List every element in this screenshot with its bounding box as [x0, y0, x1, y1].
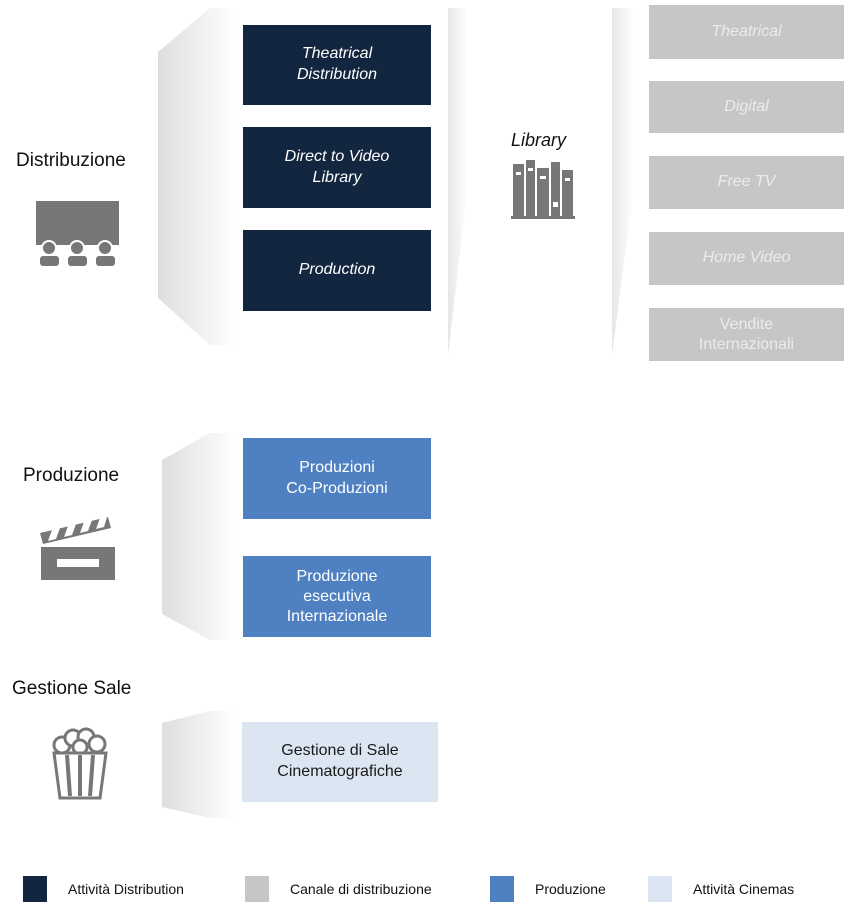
section-title-distribuzione: Distribuzione — [16, 150, 126, 171]
legend-swatch — [648, 876, 672, 902]
legend-label: Attività Cinemas — [693, 881, 795, 897]
gestione-funnel — [162, 711, 236, 818]
activity-line: Direct to Video — [284, 147, 390, 165]
legend-label: Attività Distribution — [68, 881, 184, 897]
activity-box-produzioni: Produzioni Co-Produzioni — [243, 438, 431, 519]
channel-line: Internazionali — [698, 335, 795, 353]
legend-item-canale: Canale di distribuzione — [245, 876, 432, 902]
legend-swatch — [23, 876, 47, 902]
produzione-funnel — [162, 433, 236, 640]
activity-line: Internazionale — [286, 607, 388, 625]
clapperboard-icon — [40, 517, 115, 580]
activity-line: Theatrical — [301, 45, 373, 63]
activity-line: Co-Produzioni — [286, 479, 388, 497]
library-chevron — [448, 8, 468, 355]
channel-line: Theatrical — [711, 22, 782, 40]
distribuzione-funnel — [158, 8, 236, 345]
activity-line: Gestione di Sale — [281, 742, 399, 760]
channel-line: Vendite — [719, 316, 774, 334]
section-title-gestione-sale: Gestione Sale — [12, 678, 132, 699]
activity-box-gestione-sale: Gestione di Sale Cinematografiche — [242, 722, 438, 802]
legend-swatch — [245, 876, 269, 902]
channel-box-free-tv: Free TV — [649, 156, 844, 209]
activity-line: Production — [298, 261, 376, 279]
activity-box-production: Production — [243, 230, 431, 311]
activity-box-theatrical-distribution: Theatrical Distribution — [243, 25, 431, 105]
activity-line: esecutiva — [303, 587, 371, 605]
channel-line: Free TV — [717, 173, 776, 191]
activity-line: Produzione — [296, 567, 378, 585]
legend-item-produzione: Produzione — [490, 876, 606, 902]
activity-line: Produzioni — [299, 458, 375, 476]
books-library-icon — [511, 160, 575, 219]
activity-line: Library — [312, 168, 362, 186]
legend-label: Canale di distribuzione — [290, 881, 432, 897]
activity-line: Cinematografiche — [277, 763, 403, 780]
channel-line: Digital — [724, 97, 769, 115]
section-title-produzione: Produzione — [23, 465, 120, 486]
popcorn-icon — [52, 727, 108, 800]
legend-item-distribution: Attività Distribution — [23, 876, 184, 902]
legend-swatch — [490, 876, 514, 902]
channel-line: Home Video — [702, 249, 791, 267]
activity-line: Distribution — [296, 66, 378, 83]
cinema-audience-icon — [36, 201, 119, 268]
legend-label: Produzione — [535, 881, 606, 897]
channel-box-theatrical: Theatrical — [649, 5, 844, 59]
channels-chevron — [612, 8, 634, 355]
library-title: Library — [511, 130, 567, 150]
channel-box-digital: Digital — [649, 81, 844, 133]
channel-box-vendite-internazionali: Vendite Internazionali — [649, 308, 844, 361]
channel-box-home-video: Home Video — [649, 232, 844, 285]
legend-item-cinemas: Attività Cinemas — [648, 876, 794, 902]
activity-box-produzione-esecutiva: Produzione esecutiva Internazionale — [243, 556, 431, 637]
activity-box-direct-to-video: Direct to Video Library — [243, 127, 431, 208]
